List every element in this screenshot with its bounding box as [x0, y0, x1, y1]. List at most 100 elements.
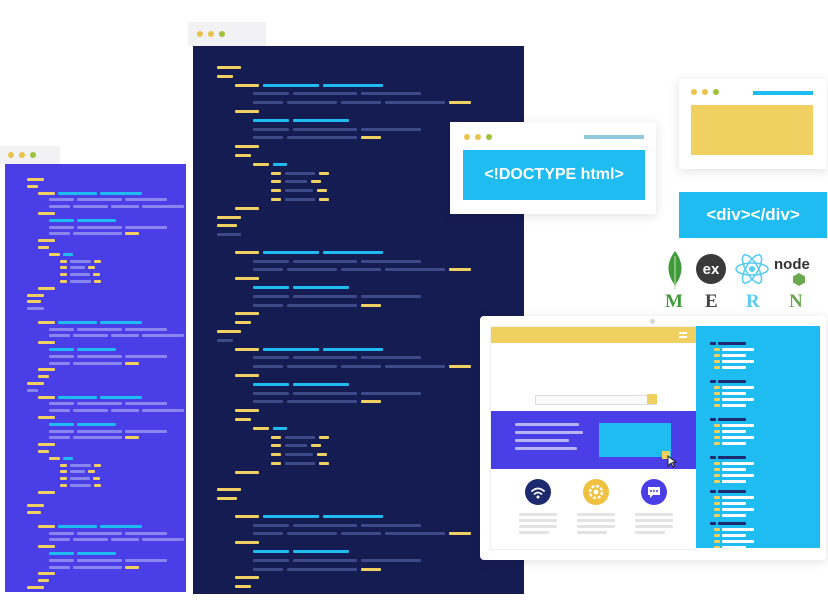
code-token	[718, 490, 746, 493]
code-token	[253, 382, 289, 386]
code-token	[77, 531, 122, 535]
code-token	[714, 366, 720, 369]
code-token	[341, 101, 381, 105]
code-token	[57, 524, 97, 528]
code-token	[111, 334, 139, 338]
code-token	[49, 225, 75, 229]
code-token	[70, 266, 86, 270]
code-token	[323, 514, 383, 518]
code-token	[217, 215, 241, 219]
code-token	[73, 205, 108, 209]
code-token	[125, 436, 139, 440]
chat-feature	[635, 479, 679, 543]
code-token	[125, 327, 167, 331]
code-token	[100, 395, 142, 399]
code-token	[722, 366, 746, 369]
code-token	[73, 565, 122, 569]
code-token	[253, 162, 269, 166]
code-token	[77, 327, 122, 331]
doctype-tag: <!DOCTYPE html>	[463, 150, 645, 200]
code-token	[235, 83, 259, 87]
code-token	[77, 402, 122, 406]
code-token	[38, 368, 55, 372]
code-token	[38, 212, 55, 215]
code-token	[271, 180, 281, 184]
code-token	[285, 171, 315, 175]
code-token	[38, 545, 55, 549]
code-token	[217, 233, 241, 237]
code-token	[714, 474, 720, 477]
doctype-card: <!DOCTYPE html>	[450, 122, 656, 214]
code-token	[235, 347, 259, 351]
code-token	[285, 453, 313, 457]
code-token	[38, 524, 55, 528]
code-token	[253, 532, 283, 536]
code-token	[60, 273, 67, 277]
code-token	[293, 259, 357, 263]
code-token	[710, 522, 716, 525]
code-token	[293, 382, 349, 386]
website-header-bar	[491, 327, 696, 343]
mongodb-leaf-icon	[668, 251, 682, 290]
left-editor-code-area	[5, 164, 186, 592]
code-token	[27, 307, 44, 311]
chat-bubble-icon	[641, 479, 667, 505]
code-token	[38, 450, 50, 453]
code-token	[287, 136, 357, 140]
code-token	[293, 294, 357, 298]
code-token	[111, 409, 139, 413]
code-token	[77, 198, 122, 202]
code-token	[235, 514, 259, 518]
code-token	[714, 502, 720, 505]
code-token	[253, 268, 283, 272]
code-token	[70, 259, 91, 263]
website-screen	[490, 326, 697, 550]
code-token	[49, 252, 61, 256]
code-token	[273, 426, 287, 430]
code-token	[73, 334, 108, 338]
code-token	[718, 418, 746, 421]
code-token	[385, 365, 445, 369]
code-token	[38, 579, 50, 583]
code-token	[714, 354, 720, 357]
code-token	[70, 273, 90, 277]
yellow-card-content-block	[691, 105, 813, 155]
code-token	[263, 347, 319, 351]
code-token	[293, 118, 349, 122]
code-token	[449, 532, 471, 536]
code-token	[60, 266, 67, 270]
code-token	[718, 522, 746, 525]
code-token	[271, 189, 281, 193]
menu-icon[interactable]	[679, 332, 687, 338]
code-token	[94, 463, 101, 467]
code-token	[714, 404, 720, 407]
code-token	[235, 470, 259, 474]
code-token	[714, 508, 720, 511]
code-token	[323, 347, 383, 351]
mern-stack-logos: ex node M E R N	[660, 248, 828, 314]
code-token	[57, 395, 97, 399]
code-token	[271, 462, 281, 465]
code-token	[235, 250, 259, 254]
code-token	[49, 218, 75, 222]
search-icon[interactable]	[647, 394, 657, 404]
code-token	[710, 490, 716, 493]
code-token	[710, 456, 716, 459]
code-token	[253, 356, 289, 360]
code-token	[287, 268, 337, 272]
code-token	[449, 365, 471, 369]
code-token	[361, 400, 381, 404]
code-token	[27, 184, 39, 188]
code-token	[341, 532, 381, 536]
code-token	[49, 198, 75, 202]
code-token	[722, 348, 754, 351]
code-token	[714, 546, 720, 548]
website-search-input[interactable]	[535, 395, 657, 405]
code-token	[285, 444, 307, 448]
code-token	[722, 474, 754, 477]
code-token	[49, 232, 70, 236]
code-token	[73, 361, 122, 365]
code-token	[77, 354, 122, 358]
code-token	[60, 484, 67, 487]
code-token	[38, 416, 55, 419]
